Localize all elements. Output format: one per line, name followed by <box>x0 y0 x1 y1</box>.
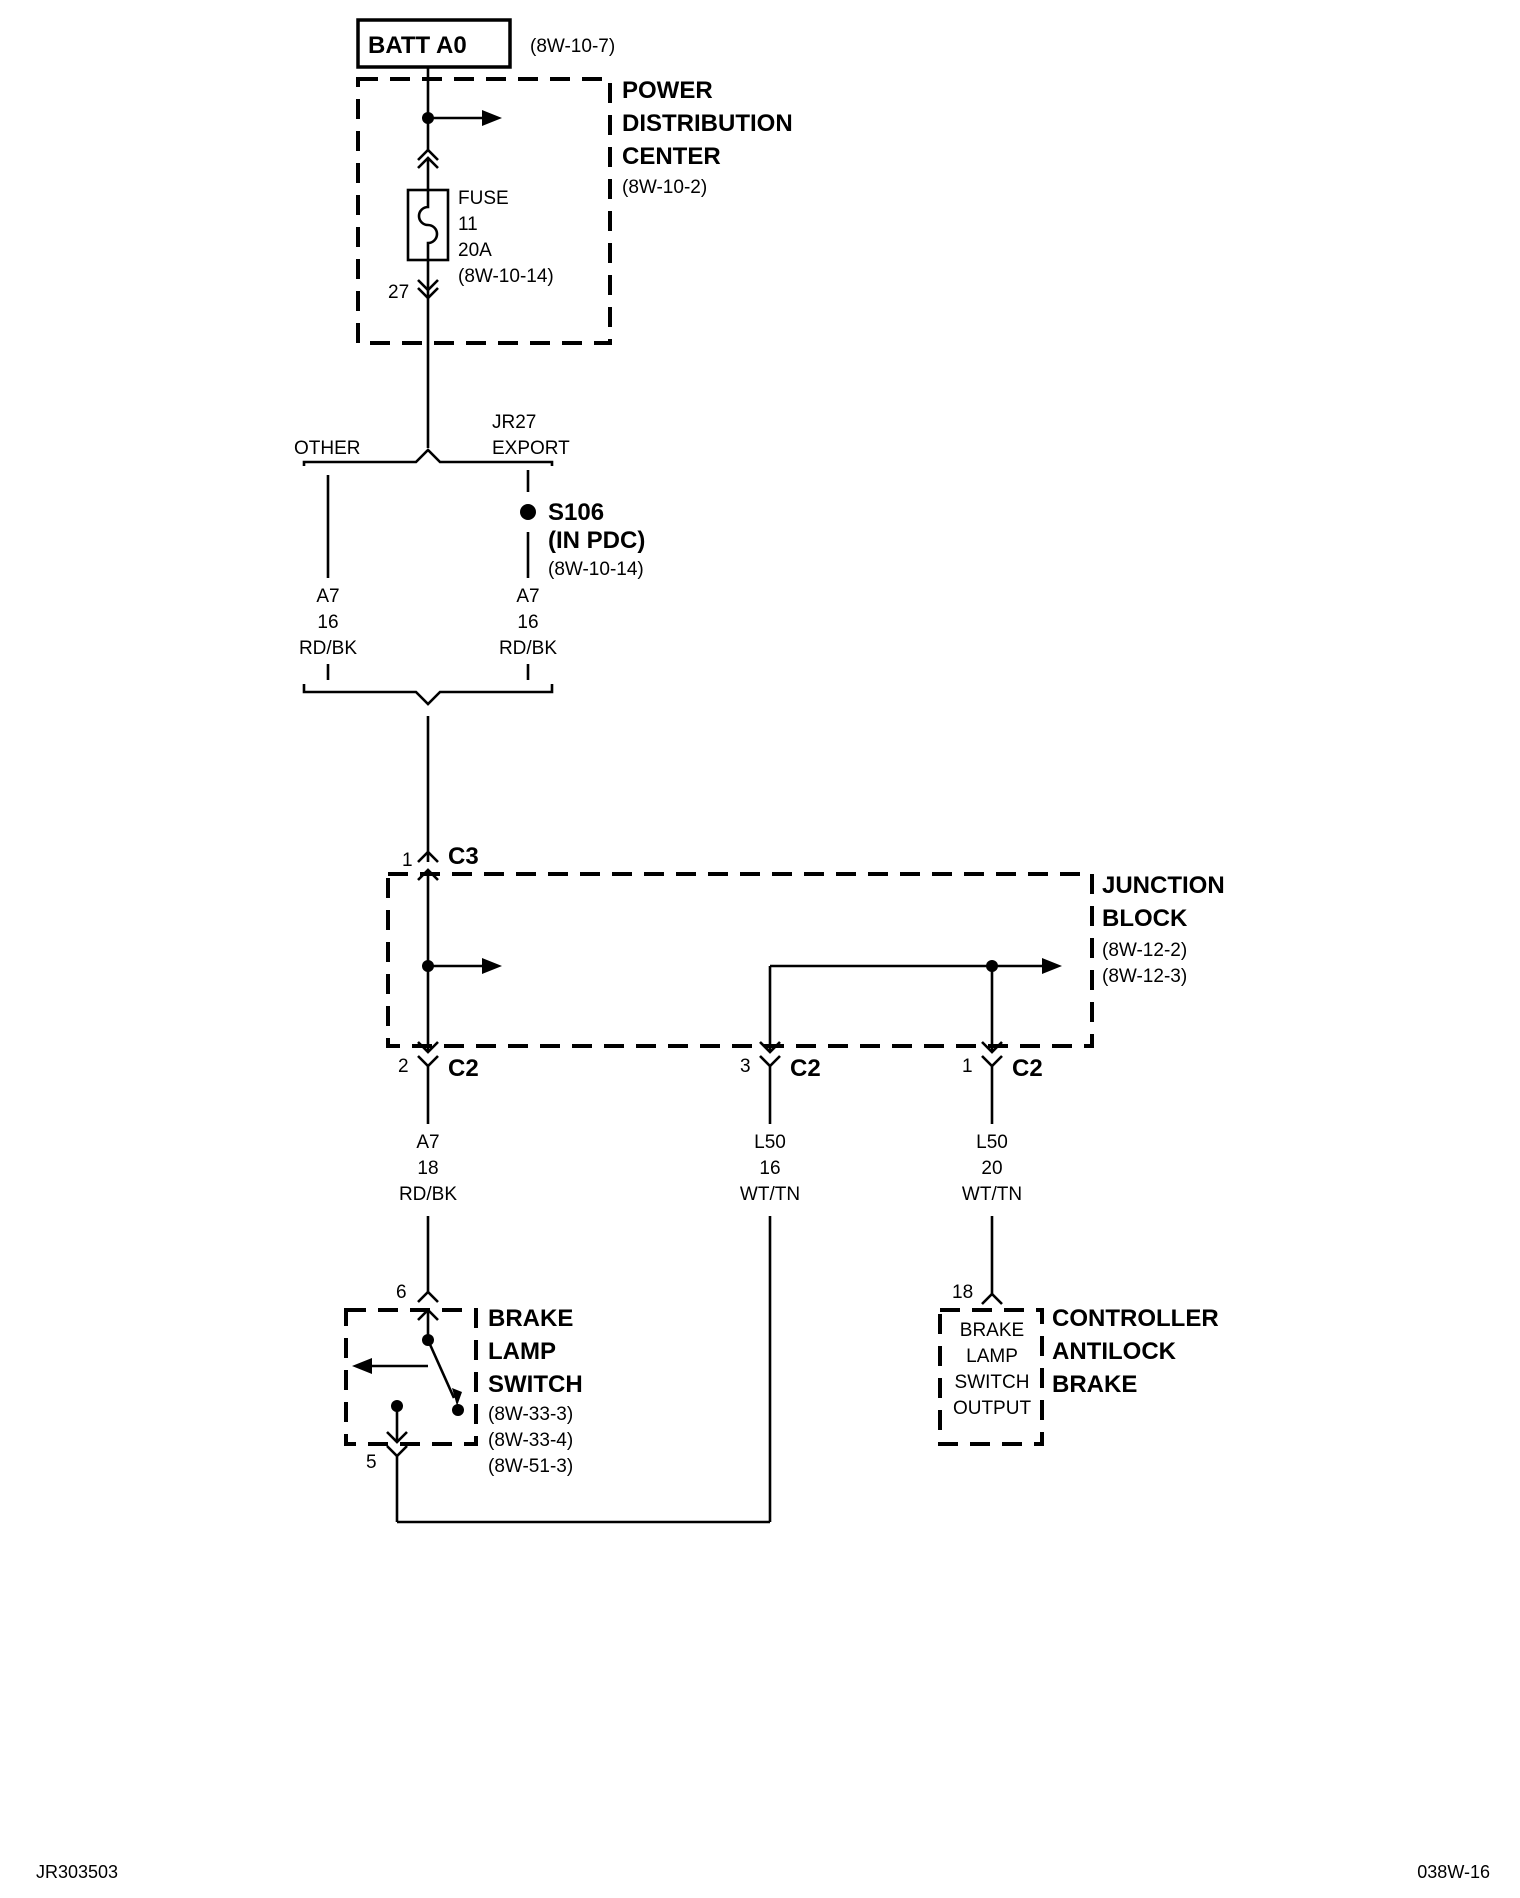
c2-label-left: C2 <box>448 1055 479 1082</box>
fuse-element <box>417 190 439 260</box>
c2-pin-left: 2 <box>398 1056 409 1077</box>
abs-inner-line-2: LAMP <box>966 1346 1018 1367</box>
pdc-box <box>356 77 612 345</box>
l50-right-label-line-2: 20 <box>981 1158 1002 1179</box>
abs-connector-icon <box>981 1292 1003 1305</box>
c3-connector-icon <box>417 850 439 863</box>
fuse-pin-number: 27 <box>388 282 409 303</box>
chevron-down-icon <box>417 1041 439 1054</box>
a7-left-label-line-2: 16 <box>317 612 338 633</box>
bls-connector-top-icon <box>417 1290 439 1303</box>
pdc-ref: (8W-10-2) <box>622 177 707 198</box>
bls-switch-arrow-icon <box>452 1388 462 1406</box>
bls-contact-right <box>452 1404 464 1416</box>
splice-label-line-1: S106 <box>548 499 604 526</box>
bls-title-line-2: LAMP <box>488 1338 556 1365</box>
footer-right-code: 038W-16 <box>1417 1862 1490 1882</box>
bls-ref-3: (8W-51-3) <box>488 1456 573 1477</box>
junction-block-title-line-1: JUNCTION <box>1102 872 1225 899</box>
pdc-title-line-3: CENTER <box>622 143 721 170</box>
c2-connector-icon <box>981 1055 1003 1068</box>
c2-connector-icon <box>759 1055 781 1068</box>
batt-source-box <box>356 18 512 69</box>
c2-label-mid: C2 <box>790 1055 821 1082</box>
c2-pin-mid: 3 <box>740 1056 751 1077</box>
abs-inner-line-4: OUTPUT <box>953 1398 1032 1419</box>
splice-s106-node <box>520 504 536 520</box>
fuse-label-line-3: 20A <box>458 240 492 261</box>
l50-mid-label-line-2: 16 <box>759 1158 780 1179</box>
junction-block-ref-2: (8W-12-3) <box>1102 966 1187 987</box>
batt-source-label: BATT A0 <box>368 32 467 59</box>
a7-left-label-line-1: A7 <box>316 586 339 607</box>
bls-title-line-3: SWITCH <box>488 1371 583 1398</box>
junction-block-title-line-2: BLOCK <box>1102 905 1188 932</box>
c2-pin-right: 1 <box>962 1056 973 1077</box>
batt-source-ref: (8W-10-7) <box>530 36 615 57</box>
chevron-down-icon <box>386 1431 408 1444</box>
abs-inner-line-1: BRAKE <box>960 1320 1024 1341</box>
c2-label-right: C2 <box>1012 1055 1043 1082</box>
branch-right-label-line-2: EXPORT <box>492 438 570 459</box>
a7-left-label-line-3: RD/BK <box>299 638 357 659</box>
bls-left-arrow-icon <box>352 1358 372 1374</box>
l50-right-label-line-3: WT/TN <box>962 1184 1022 1205</box>
chevron-up-icon <box>417 156 439 169</box>
abs-title-line-3: BRAKE <box>1052 1371 1137 1398</box>
chevron-up-icon <box>417 148 439 161</box>
a7-lower-label-line-2: 18 <box>417 1158 438 1179</box>
abs-inner-line-3: SWITCH <box>955 1372 1030 1393</box>
abs-title-line-1: CONTROLLER <box>1052 1305 1219 1332</box>
fuse-label-line-4: (8W-10-14) <box>458 266 554 287</box>
a7-right-label-line-1: A7 <box>516 586 539 607</box>
abs-pin: 18 <box>952 1282 973 1303</box>
bls-ref-1: (8W-33-3) <box>488 1404 573 1425</box>
abs-controller-box <box>938 1308 1044 1446</box>
l50-mid-label-line-1: L50 <box>754 1132 786 1153</box>
jb-l50-arrow-icon <box>1042 958 1062 974</box>
chevron-down-icon <box>981 1041 1003 1054</box>
bls-pin-bottom: 5 <box>366 1452 377 1473</box>
bls-switch-arm-icon <box>426 1339 456 1399</box>
a7-lower-label-line-1: A7 <box>416 1132 439 1153</box>
c3-pin-number: 1 <box>402 850 413 871</box>
c3-label: C3 <box>448 843 479 870</box>
bls-title-line-1: BRAKE <box>488 1305 573 1332</box>
l50-right-label-line-1: L50 <box>976 1132 1008 1153</box>
branch-bracket-top <box>302 448 554 466</box>
bls-box <box>344 1308 478 1446</box>
pdc-title-line-2: DISTRIBUTION <box>622 110 793 137</box>
bls-pin-top: 6 <box>396 1282 407 1303</box>
branch-right-label-line-1: JR27 <box>492 412 536 433</box>
junction-block-ref-1: (8W-12-2) <box>1102 940 1187 961</box>
footer-left-code: JR303503 <box>36 1862 118 1882</box>
a7-right-label-line-2: 16 <box>517 612 538 633</box>
bls-ref-2: (8W-33-4) <box>488 1430 573 1451</box>
abs-title-line-2: ANTILOCK <box>1052 1338 1177 1365</box>
a7-right-label-line-3: RD/BK <box>499 638 557 659</box>
a7-lower-label-line-3: RD/BK <box>399 1184 457 1205</box>
splice-label-line-2: (IN PDC) <box>548 527 645 554</box>
fuse-label-line-1: FUSE <box>458 188 509 209</box>
merge-bracket <box>302 684 554 706</box>
bls-connector-bottom-icon <box>386 1445 408 1458</box>
splice-ref: (8W-10-14) <box>548 559 644 580</box>
chevron-down-icon <box>759 1041 781 1054</box>
c2-connector-icon <box>417 1055 439 1068</box>
pdc-title-line-1: POWER <box>622 77 713 104</box>
junction-block-box <box>386 872 1094 1048</box>
pdc-bus-arrow-icon <box>482 110 502 126</box>
fuse-label-line-2: 11 <box>458 214 478 235</box>
branch-left-label: OTHER <box>294 438 361 459</box>
jb-bus-arrow-icon <box>482 958 502 974</box>
l50-mid-label-line-3: WT/TN <box>740 1184 800 1205</box>
